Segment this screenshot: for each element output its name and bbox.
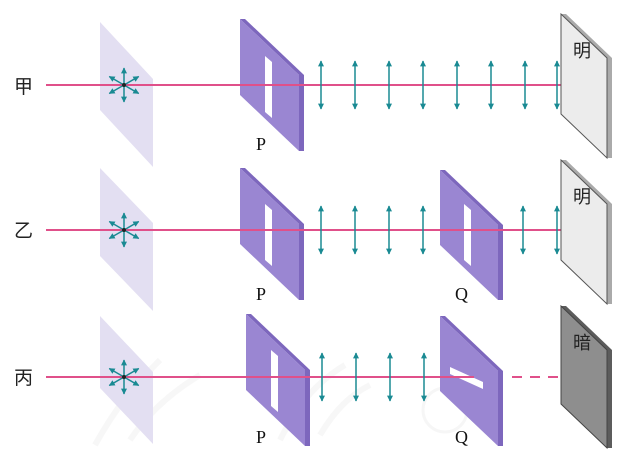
star-center bbox=[122, 228, 126, 232]
polarizer-p-side bbox=[240, 168, 304, 224]
polarizer-q-side bbox=[498, 225, 503, 300]
row-bing: 丙 P Q 暗 bbox=[14, 304, 612, 450]
polarizer-p-side bbox=[299, 224, 304, 300]
light-source-plate bbox=[100, 22, 153, 167]
polarizer-p-side bbox=[246, 314, 310, 370]
polarizer-label: P bbox=[256, 134, 266, 154]
screen-side bbox=[561, 160, 612, 204]
row-label: 甲 bbox=[14, 76, 33, 98]
screen-side bbox=[607, 350, 612, 448]
polarizer-q-side bbox=[440, 316, 503, 371]
star-center bbox=[122, 375, 126, 379]
row-label: 乙 bbox=[14, 220, 33, 242]
screen bbox=[560, 12, 608, 160]
slit-vertical bbox=[265, 204, 272, 266]
row-yi: 乙 P Q 明 bbox=[14, 158, 612, 311]
row-label: 丙 bbox=[14, 367, 33, 389]
polarizer-p-side bbox=[240, 19, 304, 75]
screen-side bbox=[561, 14, 612, 58]
screen-text: 明 bbox=[573, 187, 591, 208]
polarizer-label: P bbox=[256, 427, 266, 447]
vibration-arrows bbox=[319, 352, 427, 402]
polarizer-label: Q bbox=[455, 427, 468, 447]
light-source-plate bbox=[100, 168, 153, 311]
screen-text: 暗 bbox=[573, 333, 591, 354]
screen bbox=[560, 304, 608, 450]
unpolarized-light-star-icon bbox=[108, 67, 140, 103]
star-center bbox=[122, 83, 126, 87]
vibration-arrows bbox=[318, 60, 560, 110]
screen bbox=[560, 158, 608, 306]
row-jia: 甲 P 明 bbox=[14, 12, 612, 167]
slit-vertical bbox=[464, 204, 471, 266]
polarizer-q-side bbox=[498, 371, 503, 446]
unpolarized-light-star-icon bbox=[108, 212, 140, 248]
slit-vertical bbox=[271, 350, 278, 412]
polarizer-p-side bbox=[305, 370, 310, 446]
slit-vertical bbox=[265, 56, 272, 118]
screen-text: 明 bbox=[573, 41, 591, 62]
screen-side bbox=[607, 204, 612, 304]
unpolarized-light-star-icon bbox=[108, 359, 140, 395]
polarizer-q-side bbox=[440, 170, 503, 225]
polarizer-p-side bbox=[299, 75, 304, 151]
polarizer-label: Q bbox=[455, 284, 468, 304]
vibration-arrows bbox=[318, 205, 560, 255]
polarizer-label: P bbox=[256, 284, 266, 304]
screen-side bbox=[561, 306, 612, 350]
screen-side bbox=[607, 58, 612, 158]
